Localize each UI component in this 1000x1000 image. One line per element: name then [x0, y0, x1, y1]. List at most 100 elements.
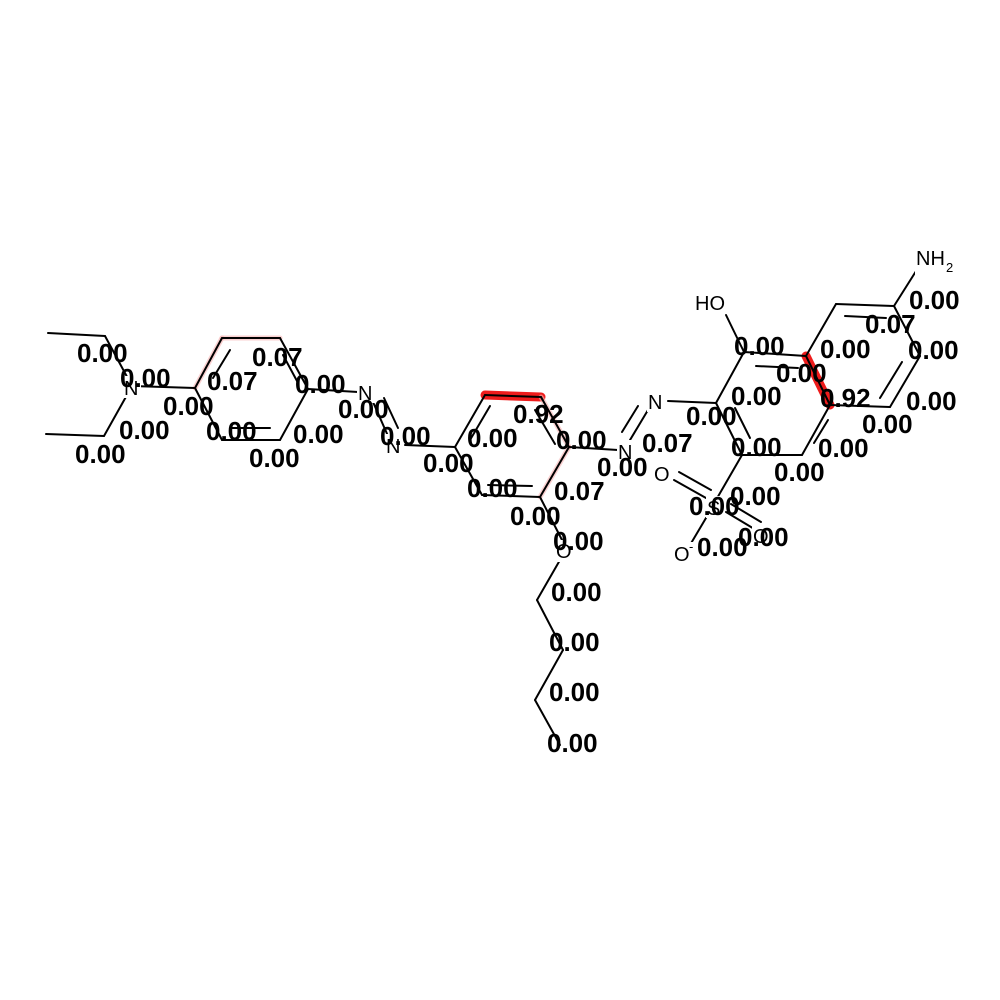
bond [307, 388, 359, 393]
score-label: 0.92 [820, 383, 871, 413]
score-label: 0.00 [549, 627, 600, 657]
bond [194, 387, 223, 441]
bond [715, 402, 743, 456]
bond [534, 699, 561, 746]
score-label: 0.00 [556, 425, 607, 455]
bond [481, 494, 541, 498]
bond [454, 394, 486, 448]
score-label: 0.00 [553, 526, 604, 556]
score-label: 0.00 [774, 457, 825, 487]
score-label: 0.00 [380, 421, 431, 451]
bond [383, 397, 399, 429]
score-label: 0.07 [642, 428, 693, 458]
score-label: 0.00 [730, 481, 781, 511]
bond [629, 409, 649, 441]
score-label: 0.00 [731, 432, 782, 462]
score-label: 0.00 [689, 491, 740, 521]
score-label: 0.07 [207, 366, 258, 396]
score-label: 0.00 [738, 522, 789, 552]
bond [743, 351, 807, 357]
score-label: 0.00 [597, 452, 648, 482]
score-label: 0.00 [862, 409, 913, 439]
score-label: 0.00 [547, 728, 598, 758]
score-label: 0.00 [249, 443, 300, 473]
bond [835, 303, 895, 307]
bond [372, 401, 389, 437]
bond [534, 409, 556, 445]
score-label: 0.00 [734, 331, 785, 361]
bond [889, 355, 921, 408]
bond [805, 303, 837, 357]
score-label: 0.07 [554, 476, 605, 506]
bond [131, 385, 196, 389]
bond [893, 267, 919, 307]
score-label: 0.07 [865, 309, 916, 339]
score-label: 0.00 [338, 394, 389, 424]
bond [689, 517, 707, 546]
score-label: 0.00 [909, 285, 960, 315]
bond [893, 305, 921, 357]
bond [813, 419, 829, 444]
bond [805, 355, 831, 406]
score-label: 0.00 [818, 433, 869, 463]
score-label: 0.00 [423, 448, 474, 478]
score-label: 0.00 [467, 423, 518, 453]
atom-label-hydroxyl: HO [695, 293, 725, 315]
atom-label-amino: NH [916, 248, 945, 270]
bond [725, 314, 745, 353]
atom-label-n-azo: N [618, 442, 632, 464]
bond [539, 496, 563, 541]
score-label: 0.00 [206, 416, 257, 446]
atom-charge-minus: - [689, 539, 693, 554]
score-label: 0.00 [119, 415, 170, 445]
bond [678, 471, 712, 491]
score-label: 0.00 [120, 363, 171, 393]
bond [730, 503, 762, 523]
score-label: 0.00 [549, 677, 600, 707]
bonds [45, 267, 921, 746]
bond [715, 454, 743, 501]
score-label: 0.00 [510, 501, 561, 531]
bond [212, 349, 231, 379]
bond [279, 337, 309, 390]
atom-scores: 0.00 0.00 0.00 0.00 0.00 0.00 0.07 0.07 … [75, 285, 960, 758]
bond [536, 599, 564, 651]
bond [194, 337, 223, 389]
bond [539, 446, 570, 498]
bond [404, 444, 456, 448]
atom-label-o-ether: O [556, 541, 572, 563]
atom-label-n-amine: N [124, 378, 138, 400]
bond [487, 484, 533, 487]
bond [536, 559, 561, 601]
bond [568, 446, 619, 451]
score-label: 0.00 [908, 335, 959, 365]
bond [734, 407, 751, 439]
bond [454, 446, 483, 496]
score-label: 0.00 [697, 532, 748, 562]
score-label: 0.00 [731, 381, 782, 411]
score-label: 0.00 [293, 419, 344, 449]
bond [725, 511, 757, 531]
score-label: 0.00 [75, 439, 126, 469]
atom-label-o-sulfonyl: O [753, 526, 769, 548]
atom-label-s-sulfur: S [707, 498, 720, 520]
bond [279, 388, 309, 441]
score-label: 0.00 [686, 401, 737, 431]
bond [45, 433, 105, 437]
atom-label-n-azo: N [386, 436, 400, 458]
bond [469, 405, 491, 441]
score-label: 0.00 [163, 391, 214, 421]
score-label: 0.00 [906, 386, 957, 416]
score-label: 0.07 [252, 342, 303, 372]
bond [829, 404, 891, 408]
atom-label-n-azo: N [648, 392, 662, 414]
bond [844, 315, 887, 319]
bond [621, 405, 639, 433]
score-label: 0.00 [295, 369, 346, 399]
bond [755, 365, 799, 369]
bond [540, 396, 570, 448]
bond [673, 479, 707, 499]
bond [47, 332, 106, 337]
